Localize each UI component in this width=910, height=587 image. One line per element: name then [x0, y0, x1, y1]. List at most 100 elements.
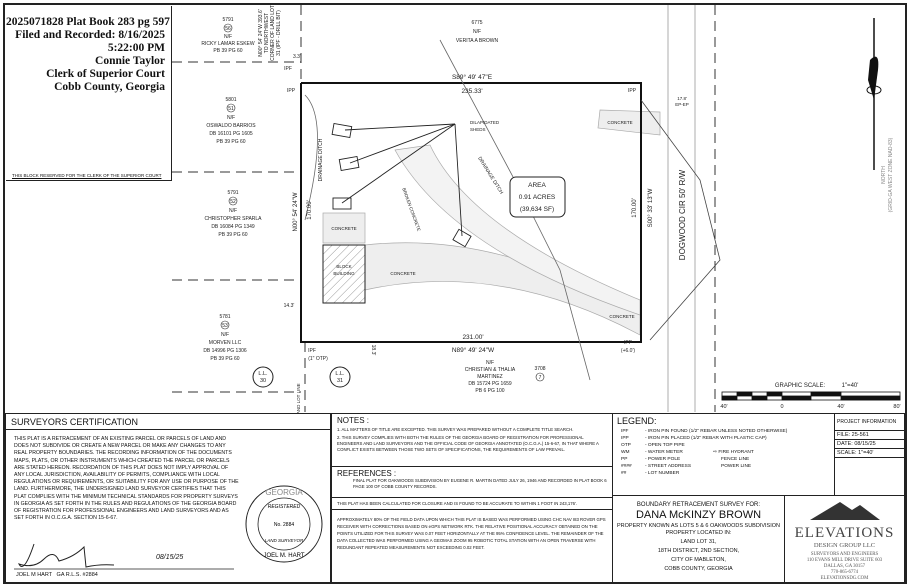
project-info-title: PROJECT INFORMATION — [835, 414, 904, 431]
area-box — [509, 176, 566, 218]
right-of-way-lines — [667, 5, 696, 412]
company-website[interactable]: ELEVATIONSDG.COM — [820, 576, 869, 581]
concrete-label: CONCRETE — [331, 226, 356, 231]
svg-text:PB 39 PG 60: PB 39 PG 60 — [210, 356, 239, 362]
svg-text:OSWALDO BARRIOS: OSWALDO BARRIOS — [206, 123, 256, 129]
graphic-scale-ratio: 1"=40' — [842, 383, 859, 389]
project-information: PROJECT INFORMATION FILE: 25-561 DATE: 0… — [834, 413, 905, 496]
south-distance: 231.00' — [462, 334, 483, 341]
legend-item: ####- STREET ADDRESS — [621, 464, 692, 469]
company-sub: DESIGN GROUP LLC — [813, 542, 876, 549]
svg-text:31: 31 — [337, 378, 343, 384]
south-bearing: N89° 49' 24"W — [452, 346, 495, 354]
block-building — [322, 244, 366, 304]
svg-text:RICKY LAMAR ESKEW: RICKY LAMAR ESKEW — [201, 41, 255, 47]
svg-text:L.L.: L.L. — [335, 371, 345, 377]
north-label: NORTH — [881, 166, 887, 184]
tie-distance: 3.3' — [293, 54, 301, 60]
adjoiner-barrios: 5801 51 N/F OSWALDO BARRIOS DB 16101 PG … — [206, 97, 256, 145]
block-building-label: BLOCK — [336, 264, 351, 269]
svg-text:56: 56 — [225, 26, 231, 32]
dilapidated-sheds — [331, 122, 472, 248]
land-lot-line-label: LAND LOT LINE — [296, 383, 301, 416]
svg-text:CHRISTIAN & THALIA: CHRISTIAN & THALIA — [465, 367, 516, 373]
reserved-note: THIS BLOCK RESERVED FOR THE CLERK OF THE… — [12, 173, 162, 178]
survey-title-block: BOUNDARY RETRACEMENT SURVEY FOR: DANA Mc… — [612, 495, 785, 583]
ipf-sw-note: (1" OTP) — [308, 356, 328, 362]
county: Cobb County, Georgia — [54, 81, 165, 93]
svg-text:N/F: N/F — [229, 208, 237, 214]
legend-power-line: POWER LINE — [721, 464, 752, 469]
svg-text:VERITA A BROWN: VERITA A BROWN — [456, 38, 499, 44]
filed-time: 5:22:00 PM — [107, 42, 165, 54]
clerk-title: Clerk of Superior Court — [46, 68, 165, 80]
legend-item: IPP- IRON PIN PLACED (1/2" REBAR WITH PL… — [621, 436, 767, 441]
adjoining-lot-lines — [172, 5, 716, 412]
svg-text:N/F: N/F — [224, 34, 232, 40]
svg-text:5801: 5801 — [225, 97, 236, 103]
company-tagline: SURVEYORS AND ENGINEERS — [810, 552, 879, 557]
north-distance: 235.33' — [461, 88, 482, 95]
location-heading: PROPERTY LOCATED IN: — [665, 530, 732, 536]
adjoiner-morven: 5781 53 N/F MORVEN LLC DB 14996 PG 1306 … — [203, 314, 247, 362]
drainage-ditch-west-label: DRAINAGE DITCH — [318, 138, 324, 181]
broken-concrete-label: BROKEN CONCRETE — [401, 187, 421, 231]
drainage-ditch-east — [439, 39, 591, 381]
graphic-scale-bar — [721, 391, 901, 401]
company-block: ELEVATIONS DESIGN GROUP LLC SURVEYORS AN… — [784, 495, 905, 583]
company-city: DALLAS, GA 30157 — [823, 564, 866, 569]
svg-text:CHRISTOPHER SPARLA: CHRISTOPHER SPARLA — [204, 216, 262, 222]
ep-distance: 17.8' — [677, 96, 687, 101]
county: COBB COUNTY, GEORGIA — [664, 566, 733, 572]
east-distance: 170.00' — [632, 198, 638, 218]
note-2: 2. THIS SURVEY COMPLIES WITH BOTH THE RU… — [337, 435, 599, 452]
svg-text:MORVEN LLC: MORVEN LLC — [209, 340, 242, 346]
svg-text:JOEL M. HART: JOEL M. HART — [263, 553, 304, 559]
land-lot: LAND LOT 31, — [680, 539, 717, 545]
land-lot-30-marker: L.L. 30 — [252, 366, 274, 388]
svg-text:PB 6 PG 100: PB 6 PG 100 — [475, 388, 504, 394]
svg-text:52: 52 — [230, 199, 236, 205]
svg-text:No. 2884: No. 2884 — [274, 522, 295, 528]
drainage-ditch-west — [304, 94, 318, 221]
ipp-ne-label: IPP — [628, 88, 637, 94]
svg-text:7: 7 — [539, 375, 542, 381]
certification-title: SURVEYORS CERTIFICATION — [6, 414, 330, 430]
surveyors-certification: SURVEYORS CERTIFICATION THIS PLAT IS A R… — [5, 413, 331, 583]
east-bearing: S00° 33' 13"W — [648, 188, 654, 227]
power-line — [640, 99, 721, 341]
concrete-label-4: CONCRETE — [609, 314, 634, 319]
svg-text:DB 14996 PG 1306: DB 14996 PG 1306 — [203, 348, 247, 354]
land-lot-31-marker: L.L. 31 — [329, 366, 351, 388]
company-address: 110 EVANS MILL DRIVE SUITE 603 — [806, 558, 883, 563]
concrete-label-2: CONCRETE — [390, 271, 415, 276]
svg-text:30: 30 — [260, 378, 266, 384]
district: 18TH DISTRICT, 2ND SECTION, — [657, 548, 740, 554]
references-text: FINAL PLAT FOR OAKWOODS SUBDIVISION BY E… — [353, 478, 607, 489]
svg-text:PB 39 PG 60: PB 39 PG 60 — [213, 48, 242, 54]
survey-type: BOUNDARY RETRACEMENT SURVEY FOR: — [636, 502, 761, 508]
north-arrow-icon — [866, 18, 882, 170]
adjoiner-sparla: 5791 52 N/F CHRISTOPHER SPARLA DB 16084 … — [204, 190, 262, 238]
filed-date: Filed and Recorded: 8/16/2025 — [15, 29, 165, 41]
file-number: FILE: 25-561 — [835, 431, 904, 440]
legend-panel: LEGEND: IPF- IRON PIN FOUND (1/2" REBAR … — [612, 413, 835, 496]
surveyor-signature — [14, 543, 234, 570]
concrete-label-3: CONCRETE — [607, 120, 632, 125]
ipp-se-note: (+6.0') — [621, 348, 635, 354]
scale-tick: 40' — [720, 404, 727, 410]
certification-body: THIS PLAT IS A RETRACEMENT OF AN EXISTIN… — [14, 436, 239, 522]
svg-text:DB 16084 PG 1349: DB 16084 PG 1349 — [211, 224, 255, 230]
scale-tick: 80' — [893, 404, 900, 410]
northwest-tie-annotation: N00° 54' 24"W 393.6' TO NORTHWEST CORNER… — [258, 5, 282, 61]
legend-title: LEGEND: — [617, 416, 657, 426]
west-distance: 170.00' — [307, 200, 313, 220]
legend-fence-line: FENCE LINE — [721, 457, 750, 462]
concrete-pad — [322, 212, 366, 244]
block-building-label-2: BUILDING — [333, 271, 355, 276]
company-name: ELEVATIONS — [794, 525, 895, 541]
drainage-ditch-east-label: DRAINAGE DITCH — [476, 156, 504, 196]
fire-hydrant-icon: ⇨ — [713, 450, 719, 455]
svg-text:N/F: N/F — [227, 115, 235, 121]
svg-text:DB 15724 PG 1659: DB 15724 PG 1659 — [468, 381, 512, 387]
